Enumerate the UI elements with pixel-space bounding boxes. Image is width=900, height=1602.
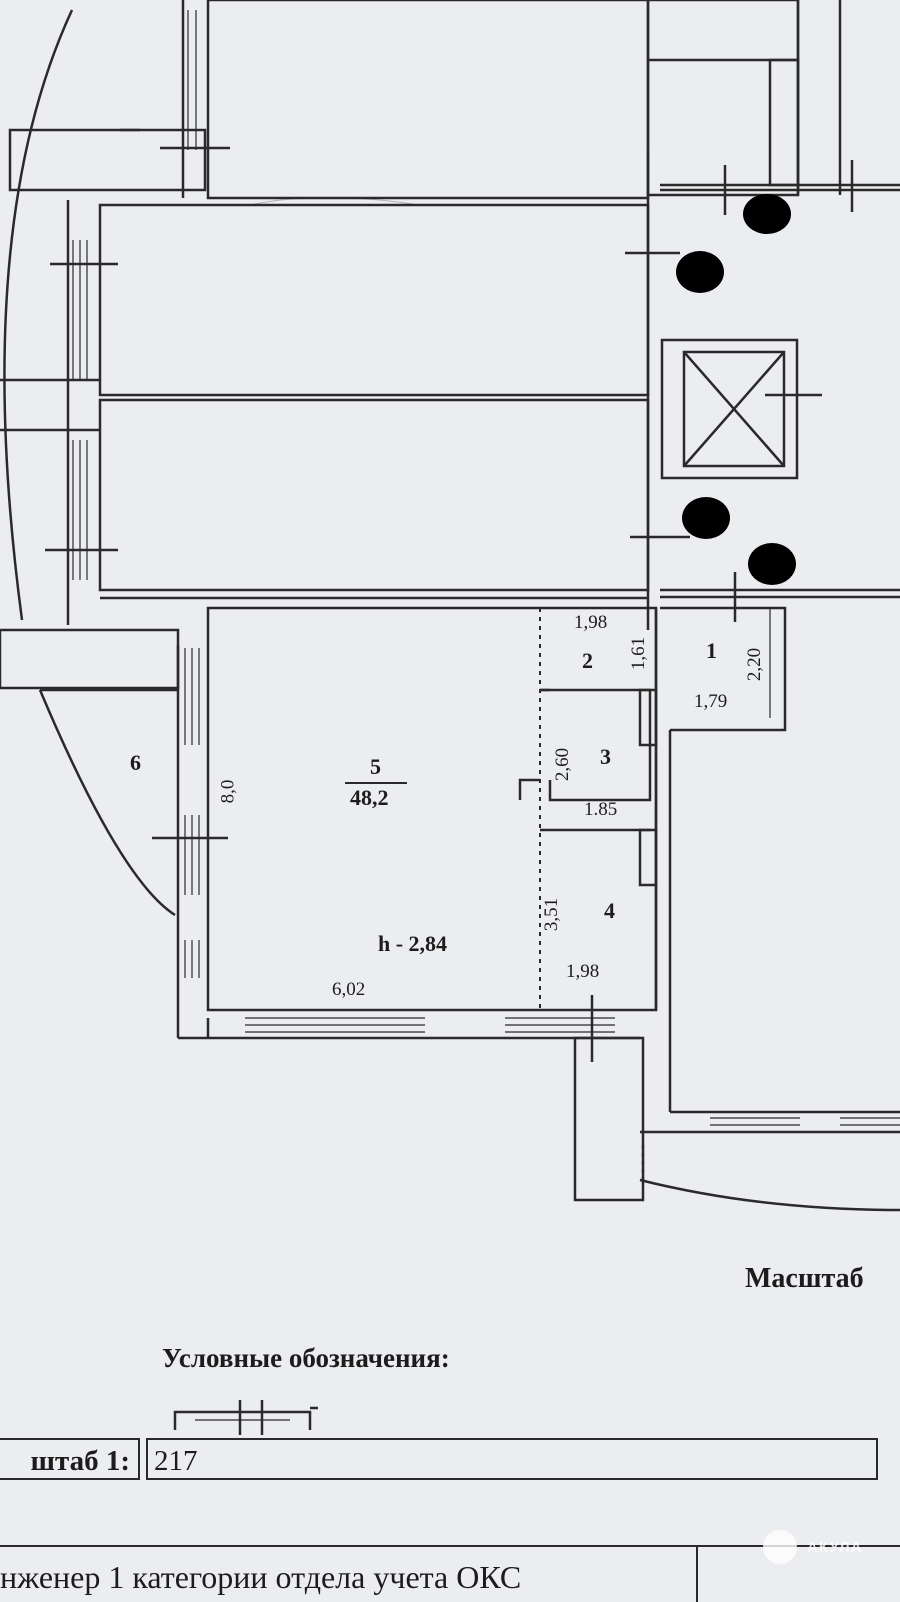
- legend-title: Условные обозначения:: [162, 1343, 450, 1373]
- footer-text: нженер 1 категории отдела учета ОКС: [0, 1559, 522, 1595]
- scale-label: штаб 1:: [0, 1438, 140, 1480]
- scale-value: 217: [146, 1438, 878, 1480]
- room-4-number: 4: [604, 898, 615, 923]
- watermark-text: АКУЛА: [807, 1538, 863, 1556]
- shark-logo-icon: [763, 1530, 797, 1564]
- room-2-number: 2: [582, 648, 593, 673]
- watermark: АКУЛА: [763, 1527, 862, 1567]
- dim-room5-width: 6,02: [332, 979, 366, 1000]
- dim-room1-depth: 2,20: [744, 647, 766, 682]
- dim-room2-width: 1,98: [574, 612, 608, 633]
- marker-dot: [682, 497, 730, 539]
- dim-room1-width: 1,79: [694, 691, 728, 712]
- marker-dot: [676, 251, 724, 293]
- marker-dot: [743, 194, 791, 234]
- dim-room3-depth: 2,60: [552, 747, 574, 782]
- marker-dot: [748, 543, 796, 585]
- balcony-left: [0, 628, 180, 690]
- dim-room5-depth: 8,0: [217, 779, 239, 804]
- building-outline-arc: [3, 9, 74, 621]
- balcony-top-left: [8, 128, 207, 192]
- footer-divider: [696, 1547, 698, 1602]
- room-5-area: 48,2: [350, 785, 389, 810]
- room-1-number: 1: [706, 638, 717, 663]
- elevator-shaft: [660, 338, 799, 480]
- dim-room4-width: 1,98: [566, 961, 600, 982]
- footer-row: нженер 1 категории отдела учета ОКС: [0, 1545, 900, 1602]
- room-6-number: 6: [130, 750, 141, 775]
- balcony-bottom: [573, 1036, 645, 1202]
- dim-room3-width: 1.85: [584, 799, 618, 820]
- scale-row: штаб 1: 217: [0, 1438, 878, 1482]
- dim-room2-depth: 1,61: [628, 636, 650, 671]
- room-5-height: h - 2,84: [378, 931, 448, 956]
- room-5-number: 5: [370, 754, 381, 779]
- scale-caption: Масштаб: [745, 1263, 864, 1294]
- area-fraction-line: [345, 782, 407, 784]
- marker-dots: [676, 194, 796, 585]
- room-3-number: 3: [600, 744, 611, 769]
- dim-room4-depth: 3,51: [541, 897, 563, 932]
